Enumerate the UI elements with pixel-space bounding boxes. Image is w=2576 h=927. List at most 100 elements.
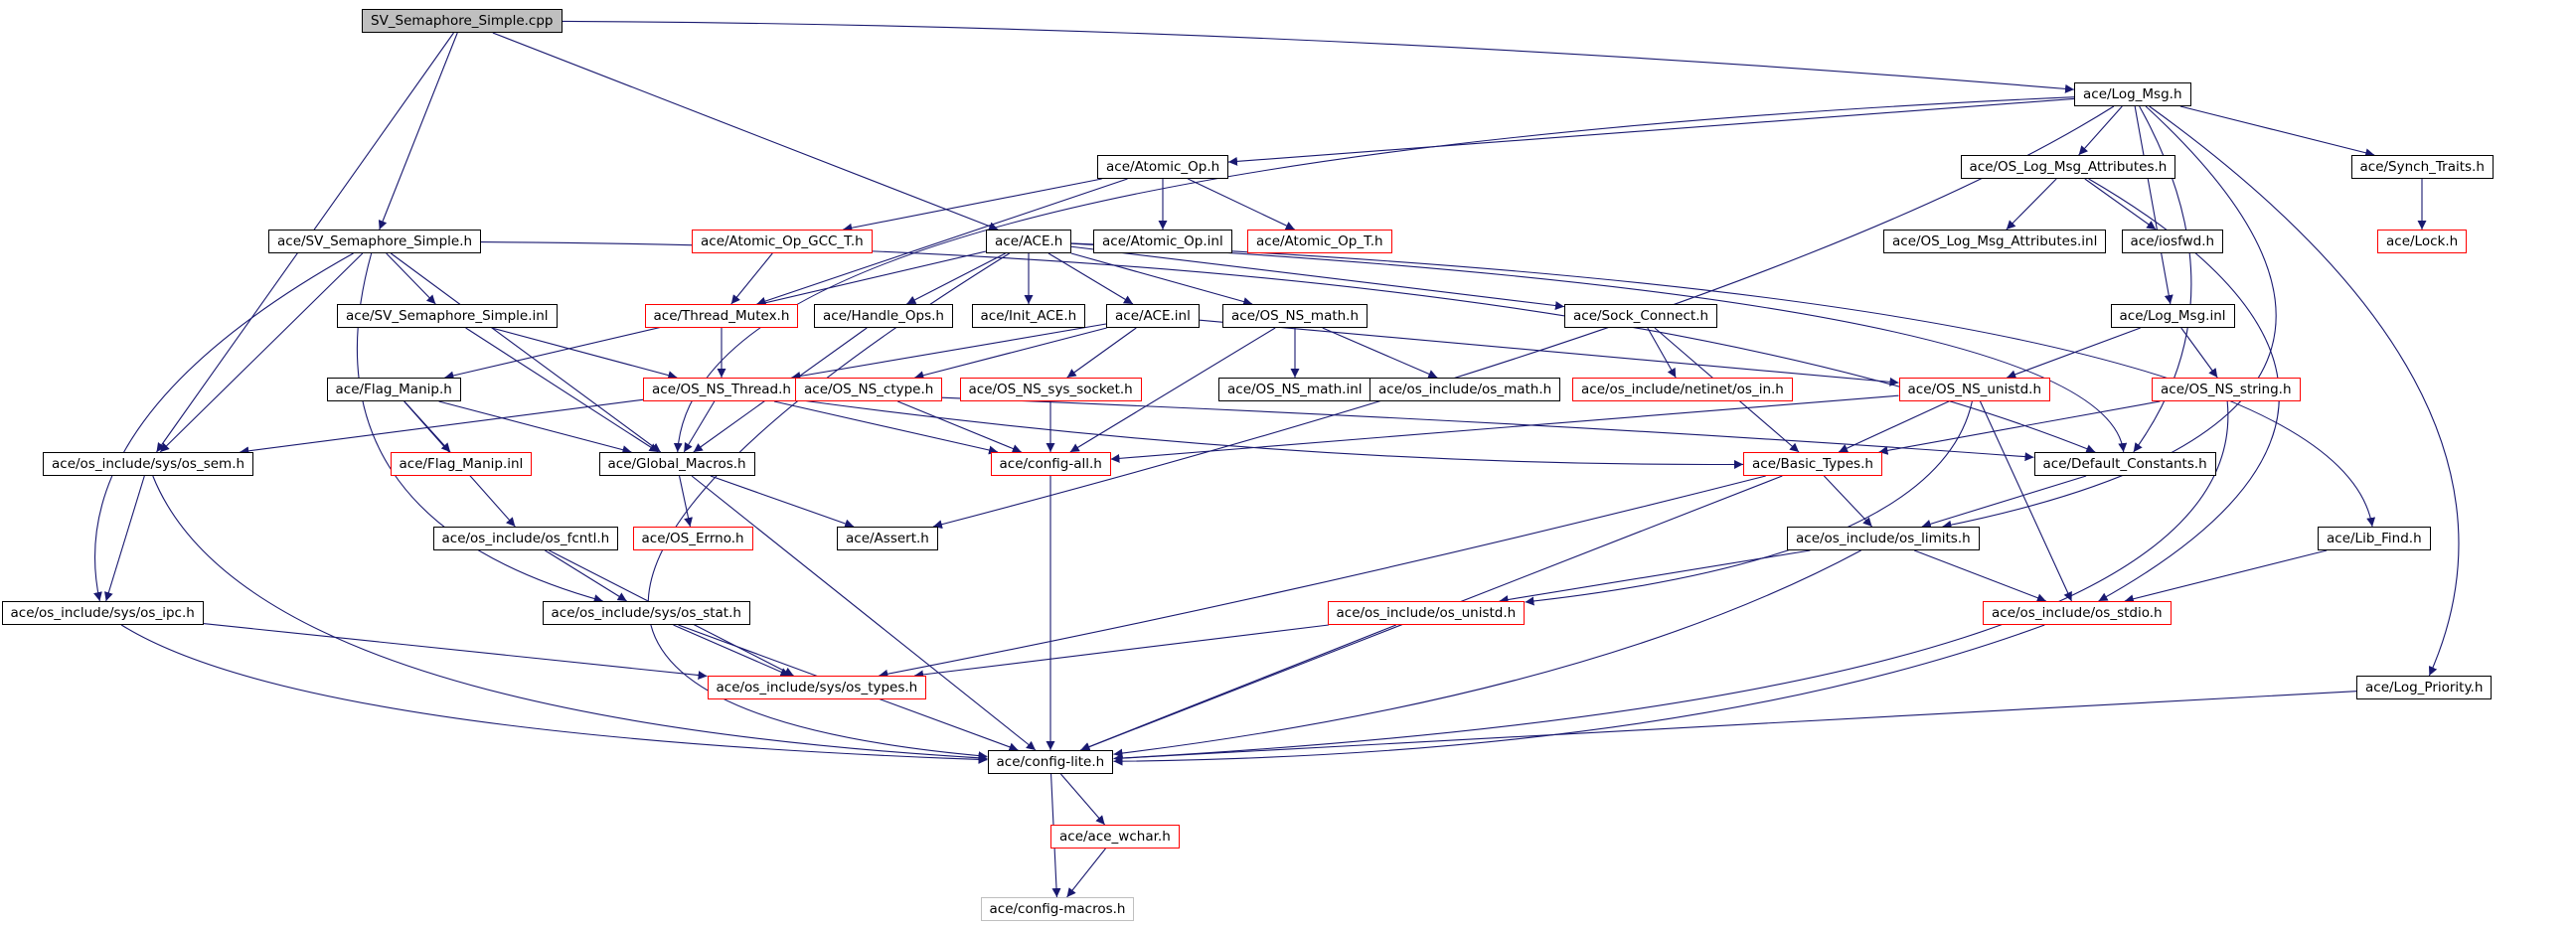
edge-os-sem-to-config-lite [152,475,988,763]
edge-ace-h-to-handle-ops [906,252,1006,305]
edge-os-ns-string-to-basic-types [1878,400,2161,455]
edge-atomic-op-to-atomic-t [1188,178,1295,231]
node-os-ns-sys-socket[interactable]: ace/OS_NS_sys_socket.h [959,378,1142,401]
edge-os-ipc-to-os-types [203,623,708,681]
edge-ace-h-to-default-constants [1070,242,2128,453]
node-sv-sem-inl[interactable]: ace/SV_Semaphore_Simple.inl [337,304,558,328]
edge-os-ns-string-to-config-lite [1113,400,2229,763]
edge-sv-sem-h-to-sv-sem-inl [386,252,436,305]
node-sock-connect[interactable]: ace/Sock_Connect.h [1564,304,1718,328]
node-log-priority[interactable]: ace/Log_Priority.h [2356,676,2493,699]
node-os-stdio[interactable]: ace/os_include/os_stdio.h [1983,601,2172,625]
edge-flag-manip-to-global-macros [438,400,632,455]
edge-ace-inl-to-os-ns-sys-socket [1066,327,1137,379]
node-os-unistd[interactable]: ace/os_include/os_unistd.h [1327,601,1526,625]
edge-log-msg-inl-to-os-ns-unistd [2007,327,2141,380]
edge-os-limits-to-os-stdio [1914,549,2046,602]
edge-os-ns-thread-to-config-all [773,400,999,455]
node-iosfwd[interactable]: ace/iosfwd.h [2121,230,2224,253]
node-netinet-in[interactable]: ace/os_include/netinet/os_in.h [1572,378,1793,401]
edge-sv-sem-h-to-os-sem [159,252,364,453]
edge-root-to-ace-h [492,32,999,231]
edge-os-ns-math-to-config-all [1069,327,1276,453]
node-atomic-inl[interactable]: ace/Atomic_Op.inl [1093,230,1232,253]
edge-os-ns-thread-to-global-macros [683,400,716,453]
node-os-ipc[interactable]: ace/os_include/sys/os_ipc.h [1,601,204,625]
edge-root-to-sv-sem-h [378,32,458,231]
node-config-all[interactable]: ace/config-all.h [990,452,1111,476]
edge-os-log-attr-to-iosfwd [2084,178,2157,231]
node-handle-ops[interactable]: ace/Handle_Ops.h [814,304,953,328]
edge-basic-types-to-os-limits [1823,475,1873,528]
node-os-stat[interactable]: ace/os_include/sys/os_stat.h [542,601,750,625]
node-basic-types[interactable]: ace/Basic_Types.h [1743,452,1882,476]
node-os-log-attr[interactable]: ace/OS_Log_Msg_Attributes.h [1960,155,2176,179]
edge-os-ns-unistd-to-os-stdio [1979,400,2073,602]
edge-ace-inl-to-os-ns-thread [791,323,1107,381]
edge-sock-connect-to-netinet-in [1647,327,1677,379]
node-ace-h[interactable]: ace/ACE.h [986,230,1072,253]
edge-os-ns-thread-to-basic-types [799,399,1744,469]
node-os-limits[interactable]: ace/os_include/os_limits.h [1787,527,1980,550]
node-os-types[interactable]: ace/os_include/sys/os_types.h [707,676,927,699]
node-global-macros[interactable]: ace/Global_Macros.h [598,452,755,476]
node-log-msg-inl[interactable]: ace/Log_Msg.inl [2110,304,2235,328]
node-lib-find[interactable]: ace/Lib_Find.h [2318,527,2431,550]
node-os-math[interactable]: ace/os_include/os_math.h [1369,378,1561,401]
edge-ace-h-to-config-lite [647,252,1010,761]
node-lock[interactable]: ace/Lock.h [2377,230,2468,253]
edge-os-unistd-to-config-lite [1080,624,1396,751]
node-assert[interactable]: ace/Assert.h [837,527,938,550]
edge-global-macros-to-os-errno [679,475,693,528]
node-ace-wchar[interactable]: ace/ace_wchar.h [1050,825,1180,849]
edge-log-msg-to-atomic-op [1227,97,2075,166]
edge-atomic-gcc-to-thread-mutex [730,252,773,305]
node-ace-inl[interactable]: ace/ACE.inl [1106,304,1200,328]
node-os-ns-math[interactable]: ace/OS_NS_math.h [1222,304,1368,328]
node-config-macros[interactable]: ace/config-macros.h [980,897,1135,921]
edge-os-ns-unistd-to-os-unistd [1525,400,1973,606]
edge-ace-h-to-sock-connect [1070,245,1565,311]
edge-ace-wchar-to-config-macros [1066,848,1106,898]
node-synch-traits[interactable]: ace/Synch_Traits.h [2350,155,2494,179]
edge-global-macros-to-config-lite [691,475,1037,751]
edge-os-fcntl-to-os-stat [545,549,627,602]
node-thread-mutex[interactable]: ace/Thread_Mutex.h [644,304,799,328]
edge-sv-sem-h-to-os-ipc [93,252,354,602]
node-os-sem[interactable]: ace/os_include/sys/os_sem.h [43,452,254,476]
edge-log-msg-to-log-priority [2149,105,2460,677]
node-os-ns-thread[interactable]: ace/OS_NS_Thread.h [643,378,800,401]
node-os-fcntl[interactable]: ace/os_include/os_fcntl.h [432,527,619,550]
node-atomic-op[interactable]: ace/Atomic_Op.h [1097,155,1229,179]
edge-os-unistd-to-os-types [914,624,1329,680]
node-log-msg[interactable]: ace/Log_Msg.h [2074,82,2191,106]
node-init-ace[interactable]: ace/Init_ACE.h [971,304,1086,328]
edge-os-limits-to-config-lite [1113,549,1861,758]
node-os-ns-ctype[interactable]: ace/OS_NS_ctype.h [795,378,943,401]
node-os-log-attr-inl[interactable]: ace/OS_Log_Msg_Attributes.inl [1883,230,2107,253]
edge-log-msg-inl-to-os-ns-string [2180,327,2218,379]
node-os-errno[interactable]: ace/OS_Errno.h [632,527,753,550]
edge-os-ipc-to-config-lite [120,624,988,764]
edge-os-limits-to-os-unistd [1499,549,1811,604]
node-os-ns-unistd[interactable]: ace/OS_NS_unistd.h [1898,378,2051,401]
node-config-lite[interactable]: ace/config-lite.h [987,750,1114,774]
node-root[interactable]: SV_Semaphore_Simple.cpp [362,9,563,33]
edge-ace-h-to-ace-inl [1047,252,1134,305]
edge-os-ns-unistd-to-config-all [1110,394,1899,463]
edge-sv-sem-inl-to-global-macros [465,327,659,453]
node-atomic-gcc[interactable]: ace/Atomic_Op_GCC_T.h [692,230,873,253]
edge-os-ns-thread-to-os-sem [240,398,644,456]
node-flag-manip[interactable]: ace/Flag_Manip.h [326,378,461,401]
edge-default-constants-to-os-limits [1921,475,2087,529]
edge-log-msg-to-os-limits [1942,105,2277,530]
node-flag-manip-inl[interactable]: ace/Flag_Manip.inl [390,452,533,476]
node-os-ns-string[interactable]: ace/OS_NS_string.h [2152,378,2301,401]
node-atomic-t[interactable]: ace/Atomic_Op_T.h [1247,230,1392,253]
node-default-constants[interactable]: ace/Default_Constants.h [2033,452,2216,476]
edge-atomic-op-to-atomic-gcc [843,178,1102,232]
node-sv-sem-h[interactable]: ace/SV_Semaphore_Simple.h [268,230,482,253]
node-os-ns-math-inl[interactable]: ace/OS_NS_math.inl [1218,378,1371,401]
edge-log-msg-to-os-log-attr [2078,105,2123,156]
